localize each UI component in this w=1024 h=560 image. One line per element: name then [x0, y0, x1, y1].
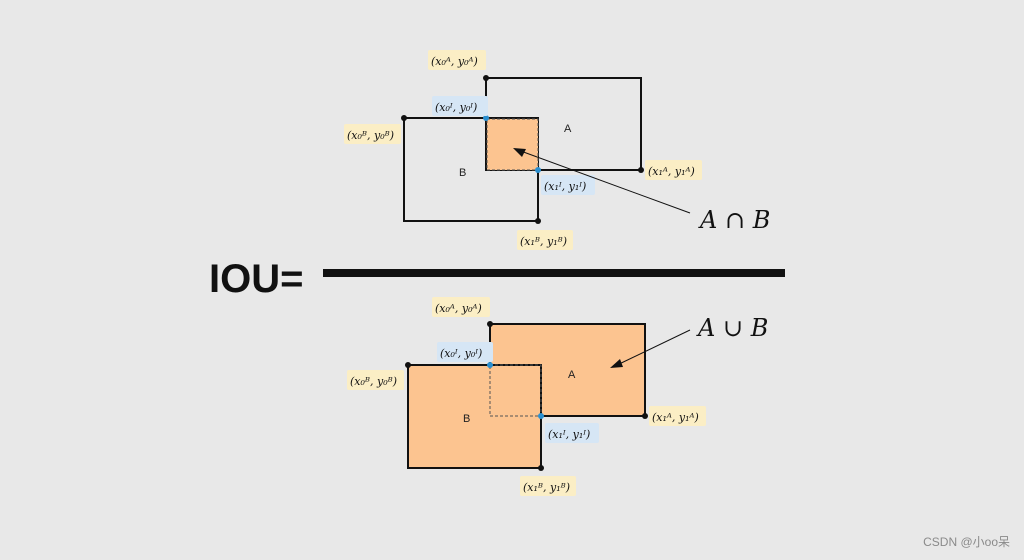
top-box-b-label: B — [459, 167, 466, 179]
top-box-a — [485, 77, 642, 171]
bottom-point-b1 — [538, 465, 544, 471]
top-coord-a1: (x₁ᴬ, y₁ᴬ) — [648, 165, 695, 178]
bottom-coord-a1: (x₁ᴬ, y₁ᴬ) — [652, 411, 699, 424]
bottom-coord-i0: (x₀ᴵ, y₀ᴵ) — [440, 347, 482, 360]
iou-label: IOU= — [209, 257, 303, 301]
top-arrow-line — [517, 149, 691, 214]
top-point-i0 — [483, 115, 489, 121]
bottom-coord-i1: (x₁ᴵ, y₁ᴵ) — [548, 428, 590, 441]
bottom-coord-b0: (x₀ᴮ, y₀ᴮ) — [350, 375, 397, 388]
top-point-a1 — [638, 167, 644, 173]
bottom-point-a1 — [642, 413, 648, 419]
top-coord-i1: (x₁ᴵ, y₁ᴵ) — [544, 180, 586, 193]
top-coord-i0: (x₀ᴵ, y₀ᴵ) — [435, 101, 477, 114]
top-coord-b0: (x₀ᴮ, y₀ᴮ) — [347, 129, 394, 142]
top-intersection-region — [486, 118, 539, 171]
top-point-i1 — [535, 167, 541, 173]
bottom-point-i0 — [487, 362, 493, 368]
top-coord-b1: (x₁ᴮ, y₁ᴮ) — [520, 235, 567, 248]
top-point-a0 — [483, 75, 489, 81]
union-label: A ∪ B — [696, 314, 768, 342]
bottom-point-i1 — [538, 413, 544, 419]
fraction-bar — [323, 269, 785, 277]
top-point-b1 — [535, 218, 541, 224]
bottom-coord-a0: (x₀ᴬ, y₀ᴬ) — [435, 302, 482, 315]
bottom-arrow-head — [610, 359, 623, 368]
bottom-box-b-label: B — [463, 413, 470, 425]
top-coord-a0: (x₀ᴬ, y₀ᴬ) — [431, 55, 478, 68]
bottom-box-a-label: A — [568, 369, 576, 381]
intersection-diagram: A B (x₀ᴬ, y₀ᴬ) (x₀ᴵ, y₀ᴵ) (x₀ᴮ, y₀ᴮ) (x₁… — [344, 50, 770, 250]
bottom-coord-b1: (x₁ᴮ, y₁ᴮ) — [523, 481, 570, 494]
intersection-label: A ∩ B — [698, 206, 770, 234]
top-box-a-label: A — [564, 123, 572, 135]
top-arrow-head — [513, 148, 526, 157]
bottom-point-a0 — [487, 321, 493, 327]
bottom-arrow-line — [614, 329, 691, 367]
top-point-b0 — [401, 115, 407, 121]
watermark: CSDN @小oo呆 — [923, 535, 1010, 549]
union-diagram: A B (x₀ᴬ, y₀ᴬ) (x₀ᴵ, y₀ᴵ) (x₀ᴮ, y₀ᴮ) (x₁… — [347, 297, 768, 496]
bottom-point-b0 — [405, 362, 411, 368]
bottom-intersection-outline — [489, 364, 542, 417]
